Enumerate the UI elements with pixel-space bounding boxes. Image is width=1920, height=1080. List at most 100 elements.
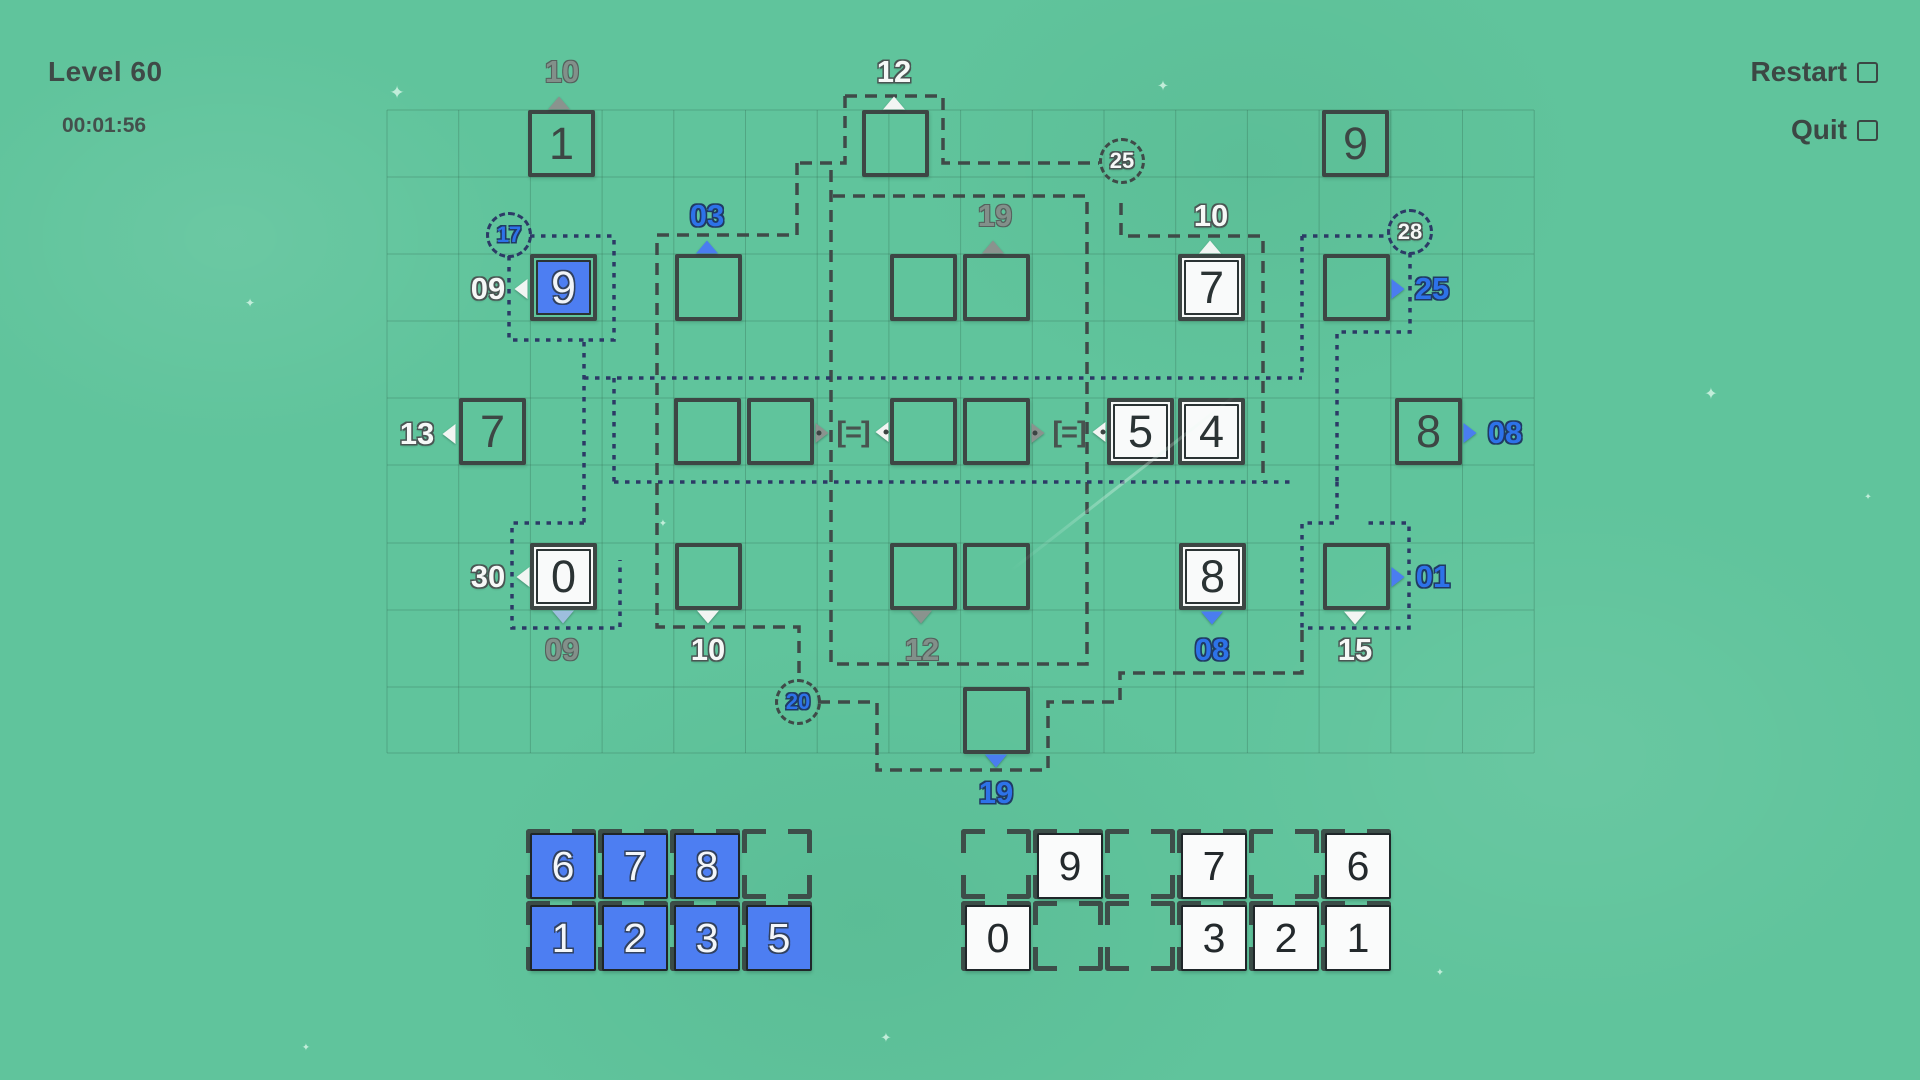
slot-corner-icon xyxy=(1079,947,1103,971)
tray-slot[interactable] xyxy=(742,829,812,899)
cage-sum-badge: 28 xyxy=(1387,209,1433,255)
slot-corner-icon xyxy=(1079,901,1103,925)
clue-label: 01 xyxy=(1415,559,1451,594)
cage-sum-value: 28 xyxy=(1397,218,1423,244)
clue-arrow-left-icon xyxy=(875,422,889,442)
clue-label: 13 xyxy=(399,416,435,451)
board-cell[interactable] xyxy=(747,398,814,465)
tray-tile[interactable]: 8 xyxy=(674,833,740,899)
tray-tile[interactable]: 3 xyxy=(1181,905,1247,971)
slot-corner-icon xyxy=(1007,829,1031,853)
slot-corner-icon xyxy=(598,829,622,853)
cage-sum-value: 25 xyxy=(1109,147,1135,173)
board-cell[interactable] xyxy=(963,543,1030,610)
board-cell[interactable]: 4 xyxy=(1178,398,1245,465)
slot-corner-icon xyxy=(1105,875,1129,899)
tray-slot[interactable] xyxy=(1249,829,1319,899)
tray-tile[interactable]: 1 xyxy=(1325,905,1391,971)
cage-sum-badge: 25 xyxy=(1099,138,1145,184)
board-cell[interactable]: 9 xyxy=(1322,110,1389,177)
clue-label: 30 xyxy=(470,559,506,594)
restart-key-icon xyxy=(1857,61,1878,83)
clue-arrow-up-icon xyxy=(696,240,718,254)
board-cell[interactable]: 8 xyxy=(1179,543,1246,610)
clue-label: 08 xyxy=(1487,415,1523,450)
board-cell[interactable] xyxy=(890,398,957,465)
clue-arrow-up-icon xyxy=(548,96,570,110)
board-cell[interactable] xyxy=(890,254,957,321)
board-cell[interactable] xyxy=(862,110,929,177)
slot-corner-icon xyxy=(526,901,550,925)
board-cell[interactable] xyxy=(963,254,1030,321)
cage-sum-value: 20 xyxy=(785,688,811,714)
slot-corner-icon xyxy=(742,901,766,925)
slot-corner-icon xyxy=(526,829,550,853)
board-cell[interactable]: 5 xyxy=(1107,398,1174,465)
tray-tile[interactable]: 7 xyxy=(602,833,668,899)
clue-arrow-down-icon xyxy=(910,610,932,624)
slot-corner-icon xyxy=(788,829,812,853)
board-cell[interactable] xyxy=(1323,543,1390,610)
clue-label: 09 xyxy=(470,271,506,306)
slot-corner-icon xyxy=(788,875,812,899)
arrow-dot-icon xyxy=(1032,430,1038,436)
restart-button[interactable]: Restart xyxy=(1751,56,1878,88)
board-cell[interactable] xyxy=(963,687,1030,754)
slot-corner-icon xyxy=(1321,829,1345,853)
cage-sum-value: 17 xyxy=(496,221,522,247)
arrow-dot-icon xyxy=(883,429,889,435)
clue-label: 08 xyxy=(1194,632,1230,667)
cage-sum-badge: 20 xyxy=(775,679,821,725)
tray-slot[interactable] xyxy=(1033,901,1103,971)
slot-corner-icon xyxy=(1151,829,1175,853)
board-cell[interactable]: 1 xyxy=(528,110,595,177)
tray-slot[interactable] xyxy=(1105,901,1175,971)
tray-tile[interactable]: 2 xyxy=(1253,905,1319,971)
slot-corner-icon xyxy=(1151,875,1175,899)
slot-corner-icon xyxy=(1249,901,1273,925)
tray-tile[interactable]: 6 xyxy=(1325,833,1391,899)
clue-arrow-down-icon xyxy=(1344,611,1366,625)
board-cell[interactable] xyxy=(675,254,742,321)
board-cell[interactable]: 7 xyxy=(1178,254,1245,321)
slot-corner-icon xyxy=(1321,901,1345,925)
clue-arrow-up-icon xyxy=(1199,240,1221,254)
tray-tile[interactable]: 0 xyxy=(965,905,1031,971)
clue-label: 10 xyxy=(1193,198,1229,233)
slot-corner-icon xyxy=(1033,901,1057,925)
tray-slot[interactable] xyxy=(961,829,1031,899)
timer: 00:01:56 xyxy=(62,114,147,137)
slot-corner-icon xyxy=(1177,901,1201,925)
board-cell[interactable]: 7 xyxy=(459,398,526,465)
board-cell[interactable] xyxy=(1323,254,1390,321)
tray-tile[interactable]: 9 xyxy=(1037,833,1103,899)
slot-corner-icon xyxy=(1105,829,1129,853)
clue-arrow-down-icon xyxy=(552,610,574,624)
tray-tile[interactable]: 6 xyxy=(530,833,596,899)
board-cell[interactable] xyxy=(890,543,957,610)
tray-tile[interactable]: 2 xyxy=(602,905,668,971)
clue-label: 10 xyxy=(544,54,580,89)
board-cell[interactable] xyxy=(675,543,742,610)
clue-arrow-right-icon xyxy=(1391,279,1405,299)
slot-corner-icon xyxy=(1249,875,1273,899)
clue-arrow-up-icon xyxy=(982,240,1004,254)
cell-value: 0 xyxy=(536,549,591,604)
board-cell[interactable]: 8 xyxy=(1395,398,1462,465)
tray-tile[interactable]: 5 xyxy=(746,905,812,971)
cell-value: 7 xyxy=(1184,260,1239,315)
clue-label: 10 xyxy=(690,632,726,667)
board-cell[interactable]: 9 xyxy=(530,254,597,321)
board-cell[interactable]: 0 xyxy=(530,543,597,610)
board-cell[interactable] xyxy=(674,398,741,465)
equality-symbol: [=] xyxy=(836,416,870,449)
tray-tile[interactable]: 7 xyxy=(1181,833,1247,899)
tray-slot[interactable] xyxy=(1105,829,1175,899)
quit-button[interactable]: Quit xyxy=(1791,114,1878,146)
cage-outline xyxy=(797,96,847,165)
tray-tile[interactable]: 1 xyxy=(530,905,596,971)
cage-outline xyxy=(845,94,1099,165)
board-cell[interactable] xyxy=(963,398,1030,465)
tray-tile[interactable]: 3 xyxy=(674,905,740,971)
slot-corner-icon xyxy=(1151,901,1175,925)
